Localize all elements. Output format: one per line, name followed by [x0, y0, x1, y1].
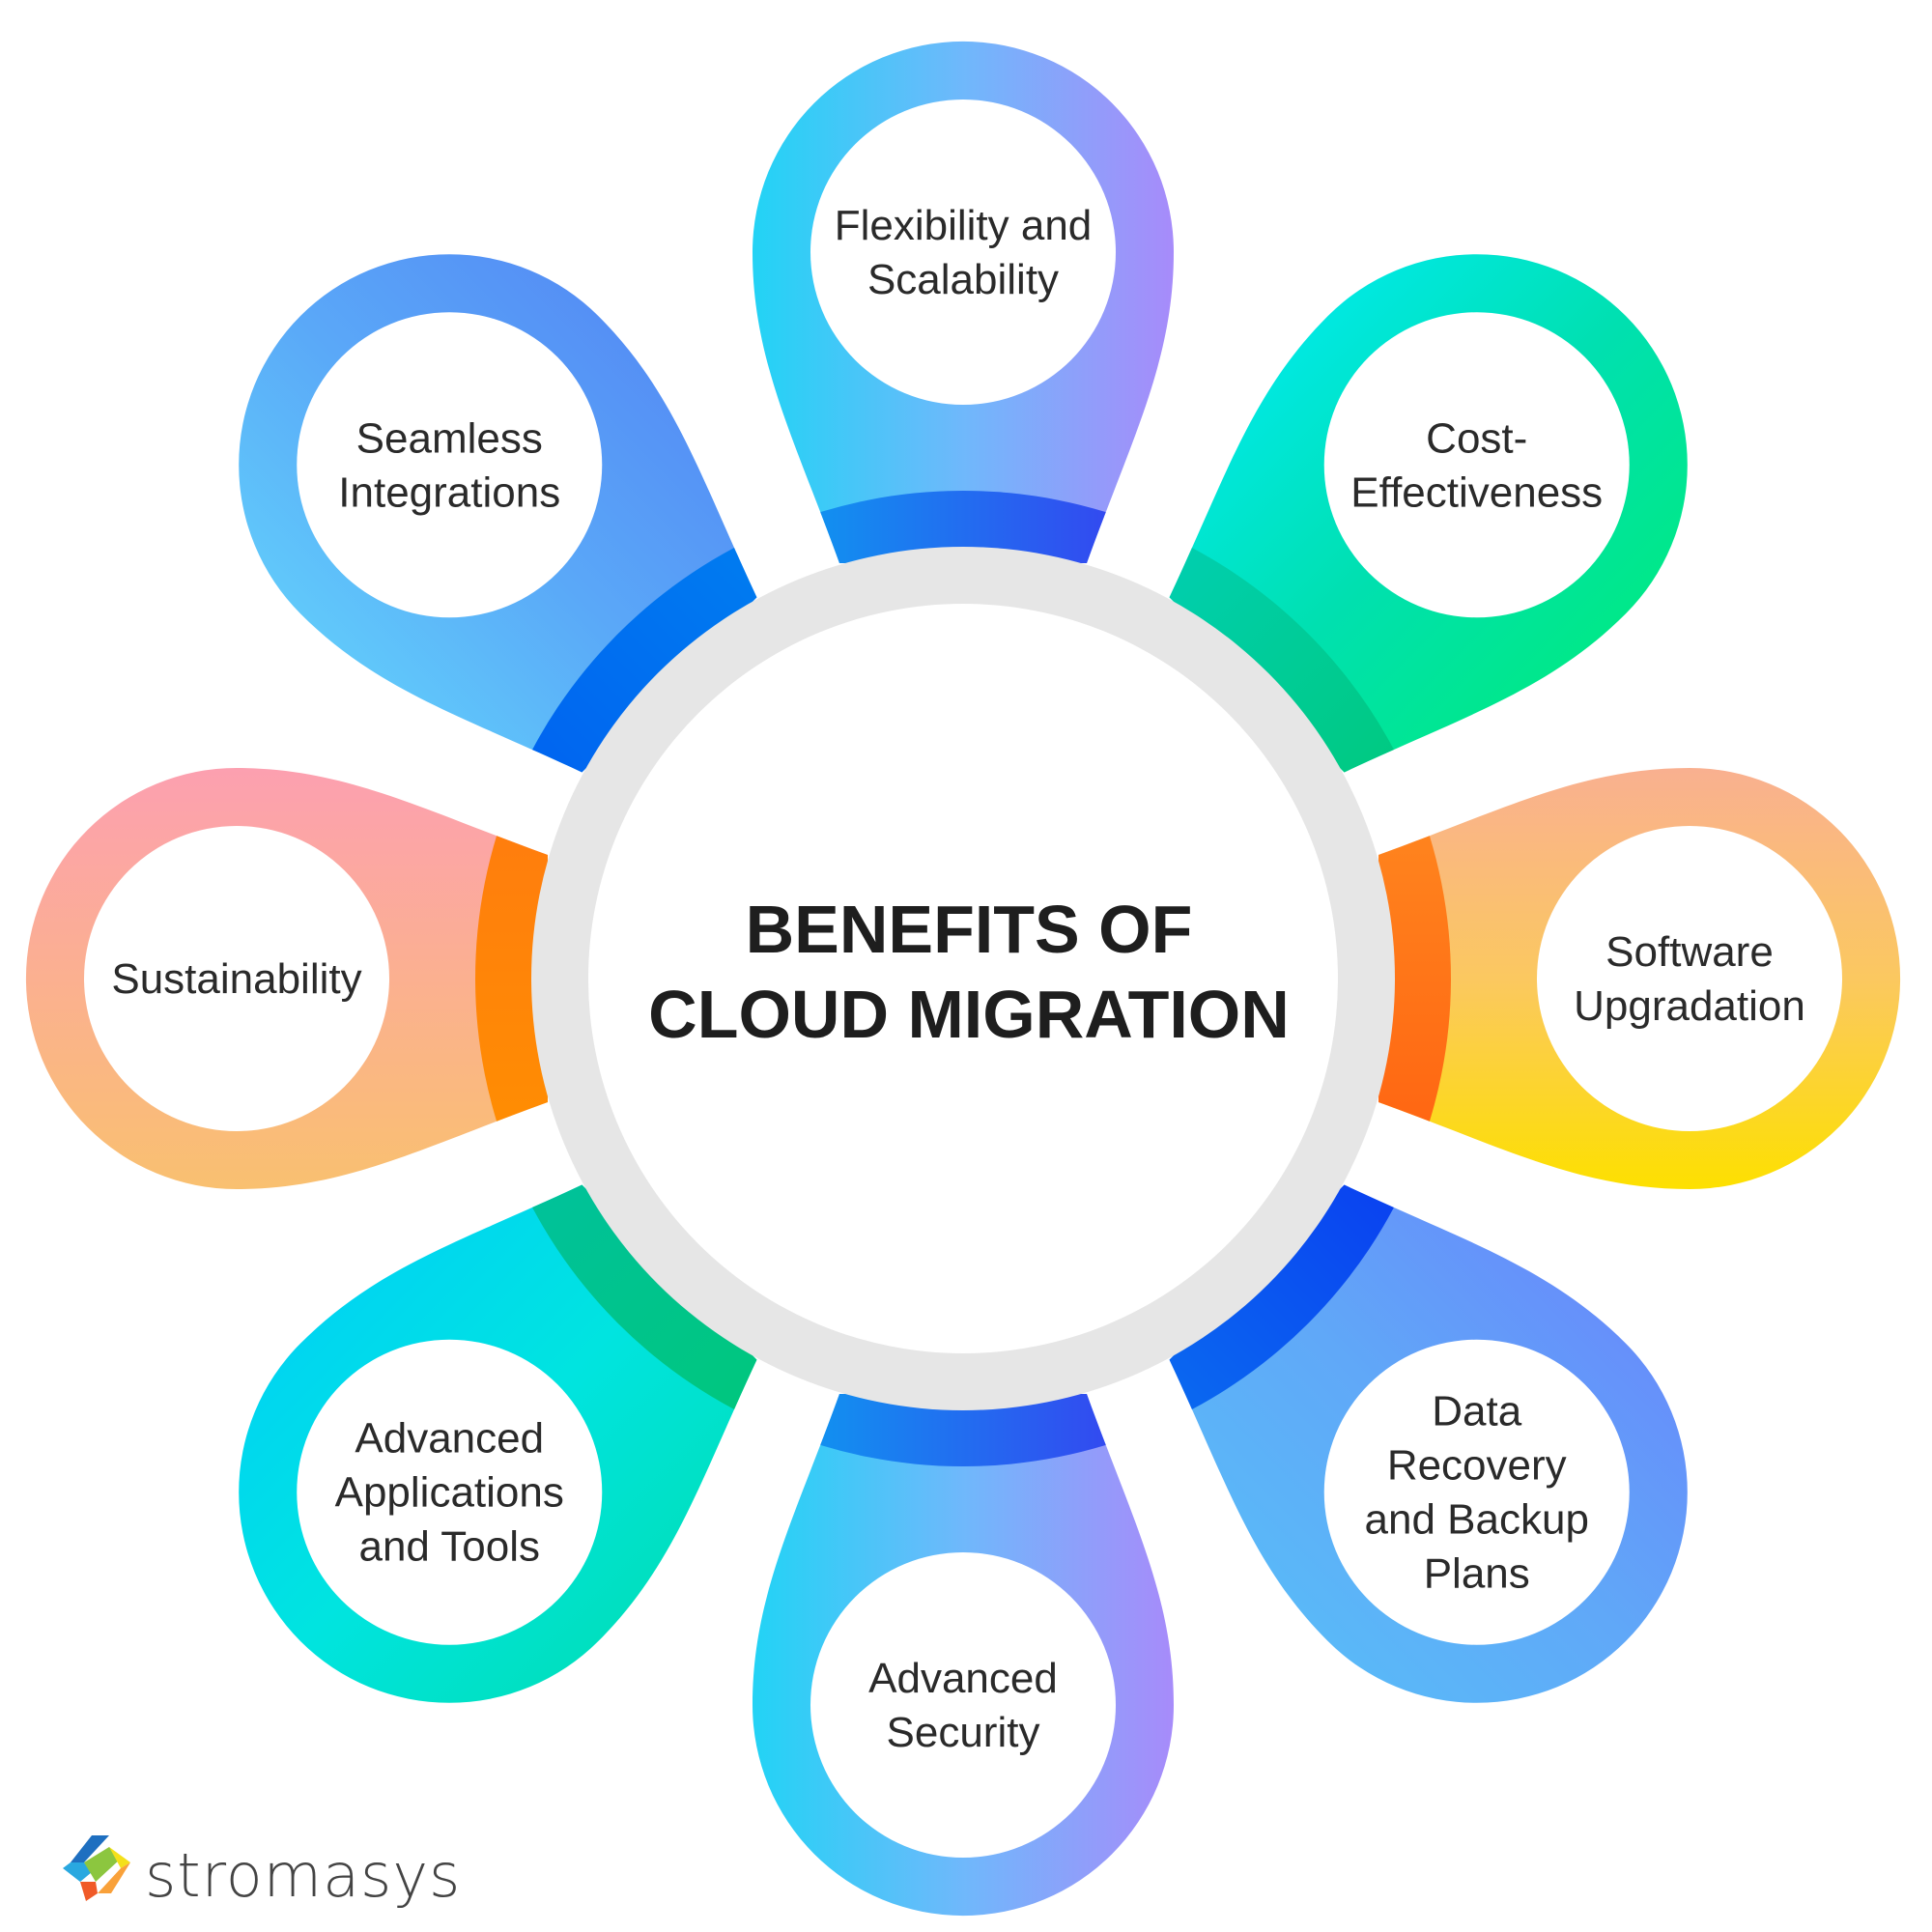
benefit-label-line: Scalability	[867, 256, 1059, 303]
benefit-label-line: Applications	[335, 1469, 564, 1517]
benefit-label-line: Advanced	[355, 1415, 544, 1463]
benefit-label-line: Upgradation	[1574, 982, 1805, 1030]
benefit-label-line: Flexibility and	[835, 202, 1093, 249]
benefit-label-line: and Tools	[358, 1523, 540, 1571]
benefit-circle	[1537, 826, 1842, 1131]
benefit-label-line: Plans	[1424, 1550, 1530, 1598]
benefit-label-line: Seamless	[356, 414, 543, 462]
benefit-label-line: Software	[1605, 928, 1774, 976]
title-line-2: CLOUD MIGRATION	[648, 977, 1290, 1052]
benefit-circle	[1323, 312, 1630, 618]
benefit-label-line: Effectiveness	[1350, 469, 1603, 516]
benefit-circle	[1323, 1339, 1630, 1645]
benefit-circle	[297, 1339, 603, 1645]
center-circle	[588, 604, 1338, 1353]
benefit-circle	[84, 826, 389, 1131]
title-line-1: BENEFITS OF	[746, 892, 1193, 967]
benefit-label-line: Integrations	[338, 469, 560, 516]
stromasys-logo-icon	[63, 1835, 130, 1901]
benefit-circle	[810, 1552, 1116, 1858]
benefit-label-line: Recovery	[1387, 1442, 1567, 1490]
brand-name: stromasys	[145, 1840, 462, 1911]
benefit-label-line: Advanced	[868, 1655, 1058, 1702]
benefit-label-line: Data	[1432, 1388, 1521, 1435]
benefit-circle	[297, 312, 603, 618]
benefit-label-line: Sustainability	[111, 955, 361, 1003]
benefit-label-line: and Backup	[1365, 1496, 1589, 1544]
benefit-label-line: Cost-	[1426, 414, 1527, 462]
benefit-circle	[810, 99, 1116, 405]
benefit-label-line: Security	[887, 1709, 1040, 1756]
